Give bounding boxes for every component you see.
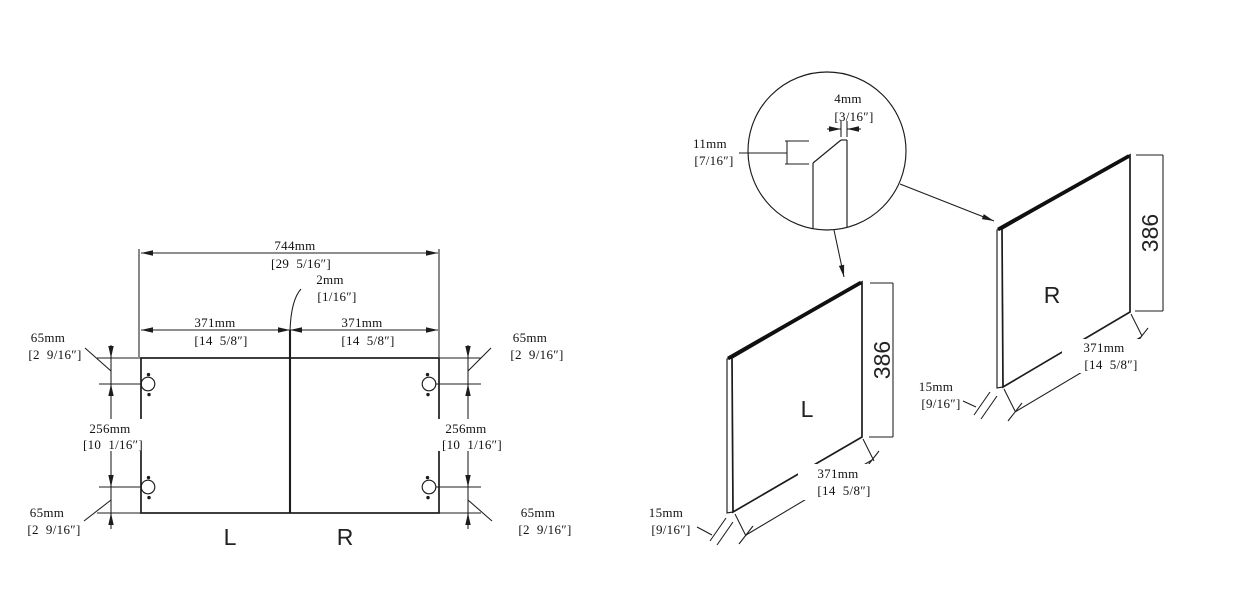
screw-dot	[426, 495, 430, 500]
leader-line	[467, 499, 493, 522]
screw-dot	[146, 475, 151, 480]
screw-dot	[147, 392, 151, 397]
dim-386-label-r: 386	[1137, 214, 1163, 252]
dim-65-tr-inch: [2 9/16″]	[510, 347, 563, 362]
dim-386-label-l: 386	[869, 341, 895, 379]
dim-256-left-inch: [10 1/16″]	[83, 437, 143, 452]
chamfer-line	[812, 139, 842, 164]
iso-panel-l: 386 371mm [14 5/8″] 15mm [9/16″] L	[649, 280, 895, 546]
dim-371-right-inch: [14 5/8″]	[341, 333, 394, 348]
dim-15-l-inch: [9/16″]	[651, 522, 690, 537]
dim-65-tl-inch: [2 9/16″]	[28, 347, 81, 362]
leader-line-2mm	[289, 288, 302, 332]
hinge-circle	[421, 376, 437, 392]
dim-744-inch: [29 5/16″]	[271, 256, 331, 271]
hinge-circle	[140, 376, 156, 392]
front-panel-l-label: L	[224, 524, 237, 550]
screw-dot	[146, 372, 151, 377]
ext-line	[862, 438, 875, 462]
dim-371-left-inch: [14 5/8″]	[194, 333, 247, 348]
dim-65-tr-mm: 65mm	[513, 330, 547, 345]
dim-15-r-inch: [9/16″]	[921, 396, 960, 411]
dim-256-right-mm: 256mm	[445, 421, 486, 436]
dim-11-mm: 11mm	[693, 136, 727, 151]
dim-371-left-mm: 371mm	[194, 315, 235, 330]
dim-371-iso-r-inch: [14 5/8″]	[1084, 357, 1137, 372]
leader-line	[962, 400, 977, 408]
thickness-slash	[973, 391, 991, 416]
dim-65-bl-mm: 65mm	[30, 505, 64, 520]
dim-371-iso-r-mm: 371mm	[1083, 340, 1124, 355]
chamfered-top-edge	[727, 280, 862, 361]
hinge-top-right	[421, 372, 437, 397]
screw-dot	[426, 392, 430, 397]
screw-dot	[425, 475, 430, 480]
ext-line	[1130, 313, 1143, 337]
dim-371-right-mm: 371mm	[341, 315, 382, 330]
leader-line	[696, 526, 713, 536]
dim-256-right-inch: [10 1/16″]	[442, 437, 502, 452]
dim-371-iso-l-inch: [14 5/8″]	[817, 483, 870, 498]
dim-371-iso-l-mm: 371mm	[817, 466, 858, 481]
dim-4-mm: 4mm	[834, 91, 862, 106]
dim-65-tl-mm: 65mm	[31, 330, 65, 345]
screw-dot	[425, 372, 430, 377]
leader-line	[467, 347, 492, 372]
thickness-slash	[709, 517, 727, 542]
oblique-tick	[1007, 402, 1023, 422]
dim-2-mm: 2mm	[316, 272, 344, 287]
dim-4-inch: [3/16″]	[834, 109, 873, 124]
dim-744-mm: 744mm	[274, 238, 315, 253]
iso-panel-r-label: R	[1044, 282, 1061, 308]
dim-256-left-mm: 256mm	[89, 421, 130, 436]
hinge-bottom-left	[140, 475, 156, 500]
hinge-top-left	[140, 372, 156, 397]
hinge-circle	[421, 479, 437, 495]
leader-line	[83, 499, 112, 522]
detail-circle: 4mm [3/16″] 11mm [7/16″]	[693, 71, 995, 278]
oblique-tick	[738, 525, 754, 545]
iso-panel-l-label: L	[801, 396, 814, 422]
thickness-slash	[980, 395, 998, 420]
screw-dot	[147, 495, 151, 500]
detail-bubble	[747, 71, 907, 231]
callout-arrow-to-l	[833, 229, 845, 278]
iso-panel-r: 386 371mm [14 5/8″] 15mm [9/16″] R	[919, 153, 1164, 422]
callout-arrow-to-r	[899, 183, 995, 222]
text-mask	[430, 419, 510, 451]
chamfered-top-edge	[997, 154, 1130, 232]
dim-65-br-mm: 65mm	[521, 505, 555, 520]
hinge-bottom-right	[421, 475, 437, 500]
front-panel-r-label: R	[337, 524, 354, 550]
front-view: 744mm [29 5/16″] 2mm [1/16″] 371mm [14 5…	[27, 238, 571, 550]
leader-line	[84, 347, 112, 372]
ext-line	[734, 513, 747, 537]
dim-65-br-inch: [2 9/16″]	[518, 522, 571, 537]
dim-15-r-mm: 15mm	[919, 379, 953, 394]
iso-view: 386 371mm [14 5/8″] 15mm [9/16″] L	[649, 71, 1164, 546]
dim-2-inch: [1/16″]	[317, 289, 356, 304]
thickness-slash	[716, 521, 734, 546]
dim-15-l-mm: 15mm	[649, 505, 683, 520]
dim-11-inch: [7/16″]	[694, 153, 733, 168]
dim-65-bl-inch: [2 9/16″]	[27, 522, 80, 537]
text-mask	[72, 419, 148, 451]
hinge-circle	[140, 479, 156, 495]
text-mask	[798, 464, 888, 500]
text-mask	[1062, 339, 1154, 373]
ext-line	[1003, 388, 1016, 412]
